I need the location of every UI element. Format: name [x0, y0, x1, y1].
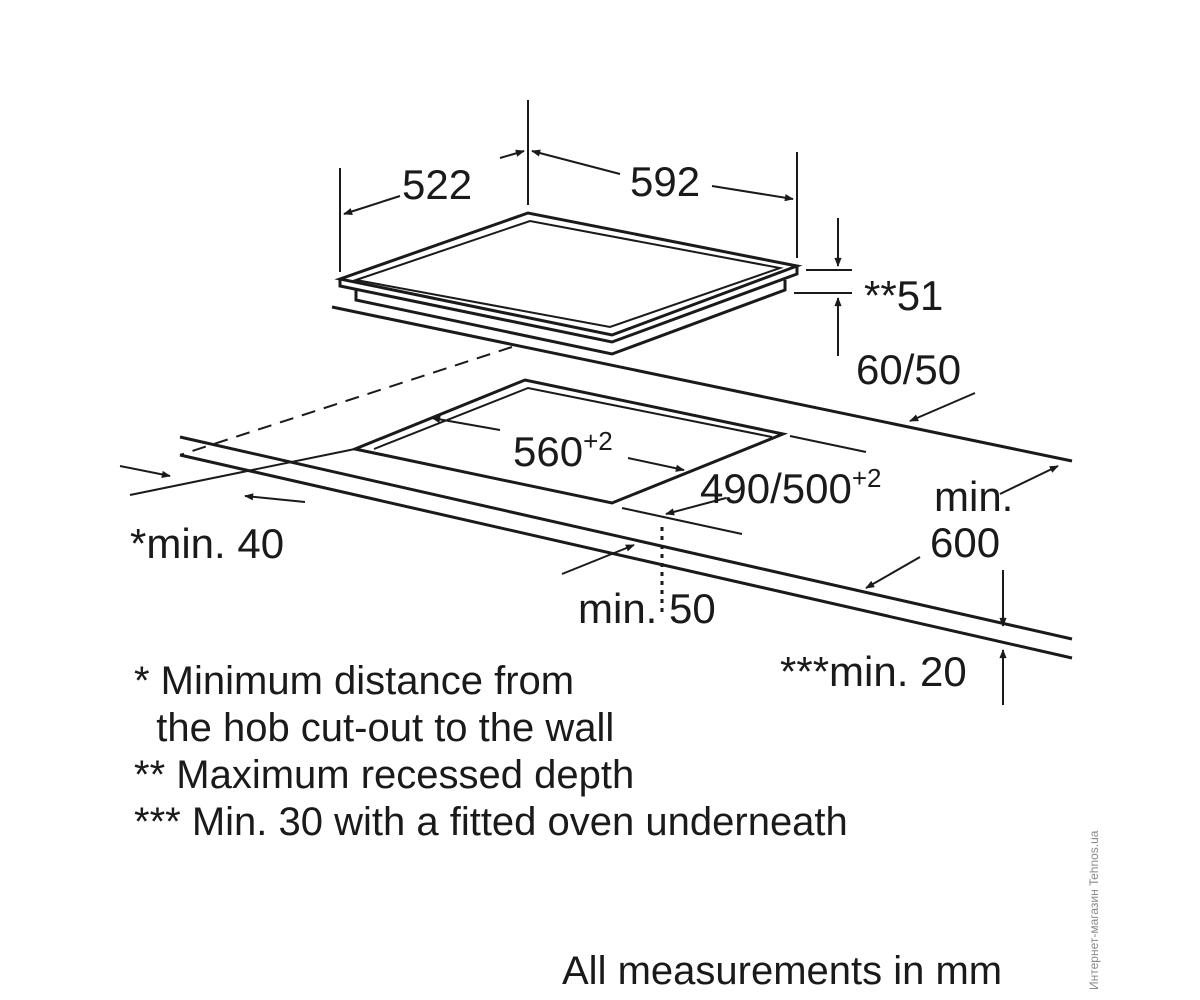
- dim-cutout-width-value: 560: [513, 428, 583, 475]
- dim-min-worktop-depth-label: min.: [934, 473, 1013, 520]
- dim-cutout-width: 560+2: [513, 426, 613, 475]
- note-line-1: * Minimum distance from: [134, 659, 574, 703]
- dim-worktop-thickness: 60/50: [856, 346, 961, 393]
- dim-cutout-width-tolerance: +2: [583, 426, 613, 456]
- dim-cutout-depth: 490/500+2: [700, 463, 881, 512]
- note-line-3: ** Maximum recessed depth: [134, 753, 634, 797]
- worktop-dimension-lines: [119, 392, 1059, 705]
- dim-cutout-depth-tolerance: +2: [852, 463, 882, 493]
- hob-drawing: [334, 211, 803, 356]
- note-line-4: *** Min. 30 with a fitted oven underneat…: [134, 800, 848, 844]
- dim-recess-depth: **51: [864, 272, 943, 319]
- worktop-drawing: [179, 305, 1073, 660]
- dim-min-below: ***min. 20: [780, 648, 967, 695]
- dim-hob-width: 592: [630, 158, 700, 205]
- dim-hob-depth: 522: [402, 161, 472, 208]
- note-line-2: the hob cut-out to the wall: [134, 706, 614, 750]
- dim-min-front-distance: min. 50: [578, 585, 716, 632]
- footer-units-note: All measurements in mm: [562, 949, 1002, 993]
- watermark: Интернет-магазин Tehnos.ua: [1087, 830, 1101, 990]
- dim-min-worktop-depth-value: 600: [930, 519, 1000, 566]
- dim-min-wall-distance: *min. 40: [130, 520, 284, 567]
- dim-cutout-depth-value: 490/500: [700, 465, 852, 512]
- hob-dimension-lines: [339, 100, 852, 356]
